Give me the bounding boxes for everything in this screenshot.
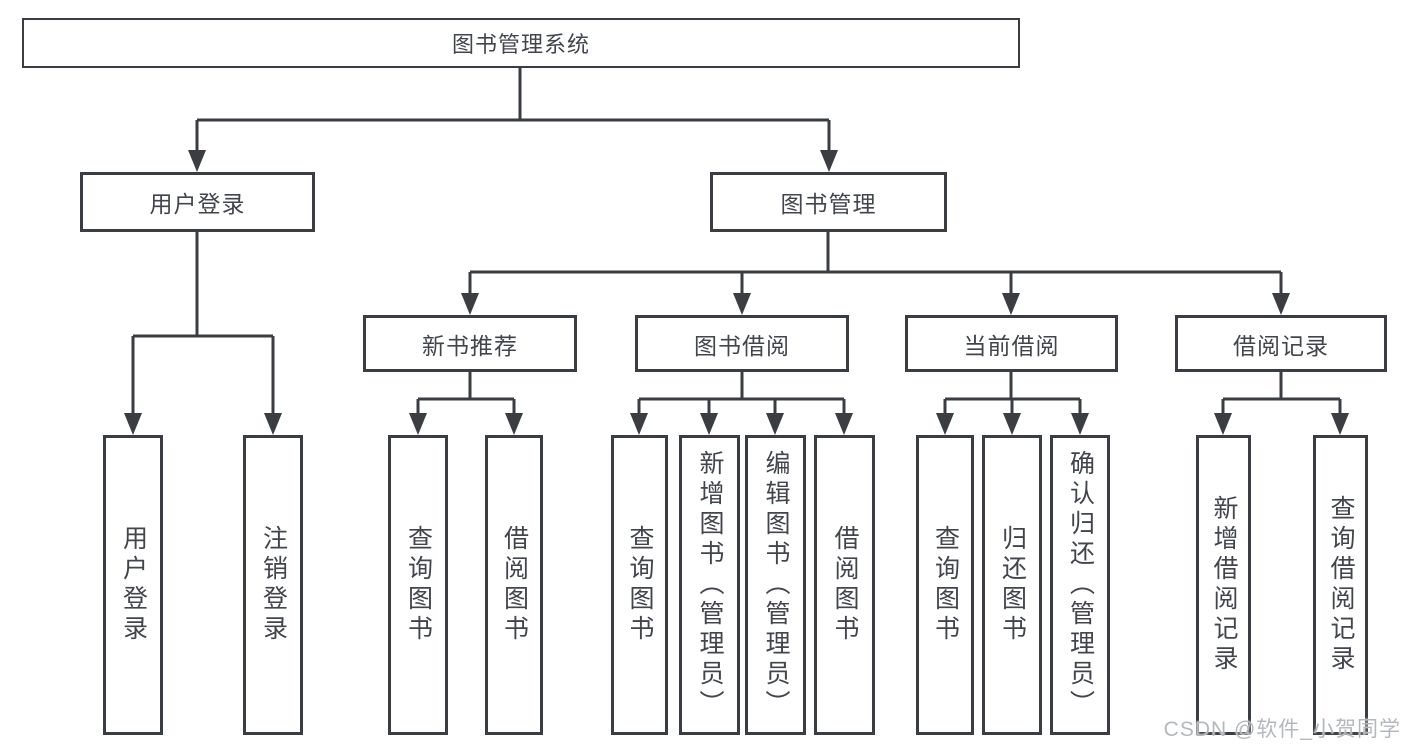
leaf-current-return-books: 归还图书	[982, 435, 1042, 735]
node-borrow-records: 借阅记录	[1175, 315, 1387, 372]
leaf-borrow-borrow-books: 借阅图书	[814, 435, 875, 735]
csdn-watermark: CSDN @软件_小贺同学	[1163, 718, 1401, 741]
node-book-management: 图书管理	[710, 172, 947, 232]
node-new-book-recommend: 新书推荐	[363, 315, 577, 372]
leaf-records-add-record: 新增借阅记录	[1196, 435, 1251, 735]
node-current-borrow: 当前借阅	[905, 315, 1118, 372]
node-book-borrow: 图书借阅	[635, 315, 849, 372]
node-user-login: 用户登录	[80, 172, 315, 232]
node-root: 图书管理系统	[22, 18, 1020, 68]
leaf-current-query-books: 查询图书	[916, 435, 974, 735]
leaf-recommend-borrow-books: 借阅图书	[485, 435, 543, 735]
leaf-recommend-query-books: 查询图书	[388, 435, 448, 735]
leaf-borrow-add-books-admin: 新增图书（管理员）	[679, 435, 740, 735]
leaf-logout: 注销登录	[243, 435, 303, 735]
leaf-borrow-query-books: 查询图书	[611, 435, 668, 735]
leaf-records-query-record: 查询借阅记录	[1313, 435, 1368, 735]
leaf-user-login: 用户登录	[103, 435, 163, 735]
leaf-current-confirm-return-admin: 确认归还（管理员）	[1050, 435, 1110, 735]
leaf-borrow-edit-books-admin: 编辑图书（管理员）	[745, 435, 806, 735]
